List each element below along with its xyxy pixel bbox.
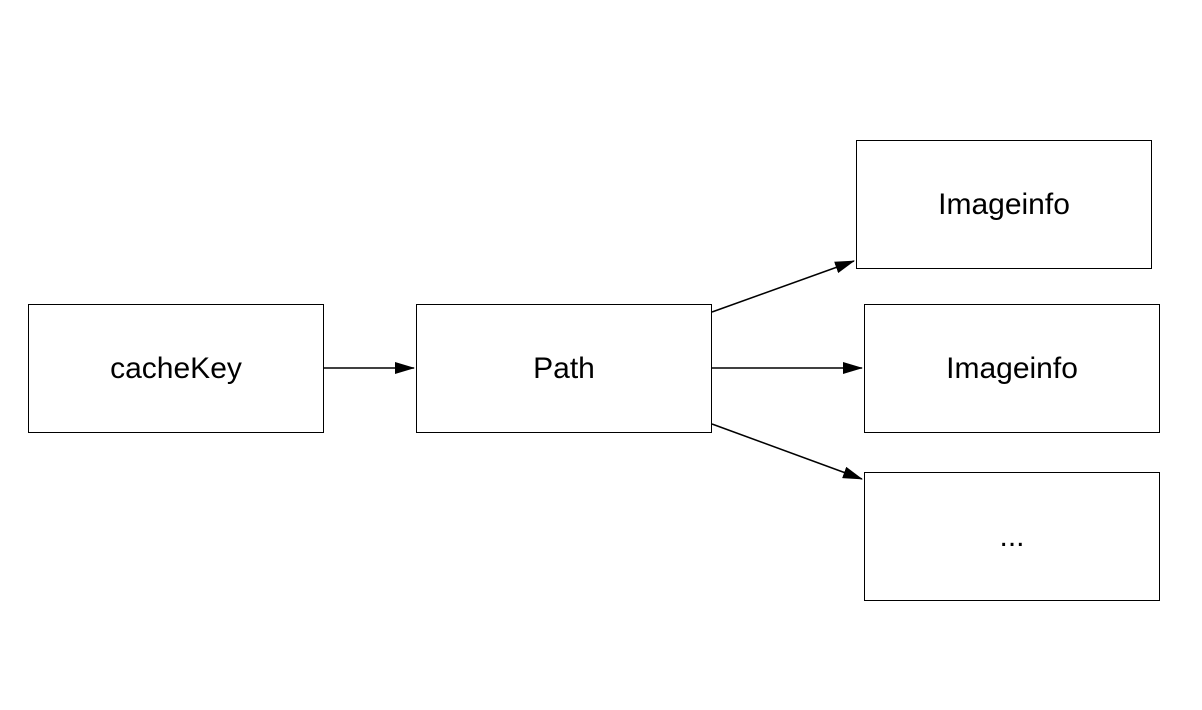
edge-path-to-imageinfo-1 bbox=[711, 260, 855, 313]
node-ellipsis-label: ... bbox=[999, 519, 1025, 553]
node-path: Path bbox=[416, 304, 712, 433]
node-cachekey: cacheKey bbox=[28, 304, 324, 433]
node-path-label: Path bbox=[533, 351, 595, 385]
node-imageinfo-2-label: Imageinfo bbox=[946, 351, 1078, 385]
node-imageinfo-1-label: Imageinfo bbox=[938, 187, 1070, 221]
node-ellipsis: ... bbox=[864, 472, 1160, 601]
node-cachekey-label: cacheKey bbox=[110, 351, 242, 385]
node-imageinfo-2: Imageinfo bbox=[864, 304, 1160, 433]
node-imageinfo-1: Imageinfo bbox=[856, 140, 1152, 269]
edge-path-to-more bbox=[711, 423, 863, 480]
